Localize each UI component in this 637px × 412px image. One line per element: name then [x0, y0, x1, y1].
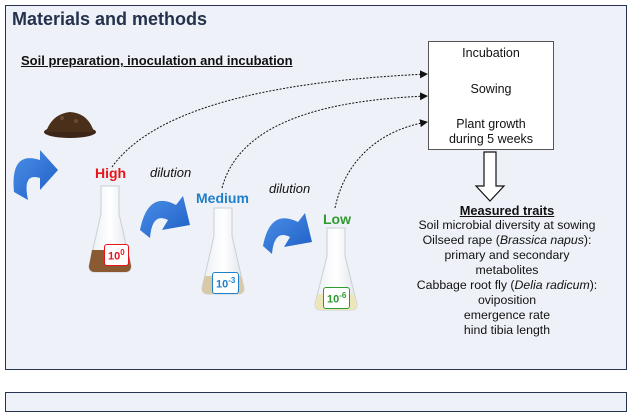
trait-line: Soil microbial diversity at sowing — [418, 218, 596, 232]
concentration-high-badge: 100 — [104, 244, 129, 266]
dilution-label-1: dilution — [150, 165, 192, 180]
plant-growth-label: Plant growth — [456, 117, 526, 131]
curved-arrow-icon — [140, 196, 190, 238]
conc-exp: 0 — [120, 248, 125, 257]
trait-line: oviposition — [477, 293, 537, 307]
level-high: High — [95, 165, 127, 181]
trait-line: hind tibia length — [463, 323, 551, 337]
down-arrow-icon — [474, 151, 506, 202]
process-box: Incubation Sowing Plant growth during 5 … — [428, 41, 554, 150]
trait-line: emergence rate — [463, 308, 551, 322]
conc-exp: -3 — [228, 276, 236, 285]
curved-arrow-icon — [13, 150, 58, 200]
conc-exp: -6 — [339, 291, 347, 300]
measured-traits-heading: Measured traits — [459, 203, 555, 218]
section-subtitle: Soil preparation, inoculation and incuba… — [21, 53, 293, 68]
sowing-label: Sowing — [470, 82, 512, 96]
trait-line: Oilseed rape (Brassica napus): — [422, 233, 592, 247]
measured-traits: Measured traits Soil microbial diversity… — [380, 203, 634, 338]
trait-line: Cabbage root fly (Delia radicum): — [416, 278, 598, 292]
arrow-medium-to-box — [221, 92, 428, 189]
arrow-high-to-box — [111, 70, 428, 168]
incubation-label: Incubation — [462, 46, 520, 60]
plant-growth-duration: during 5 weeks — [448, 132, 534, 146]
level-medium: Medium — [196, 190, 249, 206]
dilution-label-2: dilution — [269, 181, 311, 196]
conc-base: 10 — [108, 250, 121, 263]
arrow-low-to-box — [334, 119, 428, 209]
page-title: Materials and methods — [12, 9, 208, 29]
concentration-medium-badge: 10-3 — [212, 272, 240, 294]
curved-arrow-icon — [263, 213, 312, 254]
trait-line: metabolites — [475, 263, 539, 277]
concentration-low-badge: 10-6 — [323, 287, 351, 309]
conc-base: 10 — [216, 278, 229, 291]
level-low: Low — [323, 211, 351, 227]
conc-base: 10 — [327, 293, 340, 306]
soil-pile-icon — [44, 112, 96, 138]
trait-line: primary and secondary — [444, 248, 570, 262]
